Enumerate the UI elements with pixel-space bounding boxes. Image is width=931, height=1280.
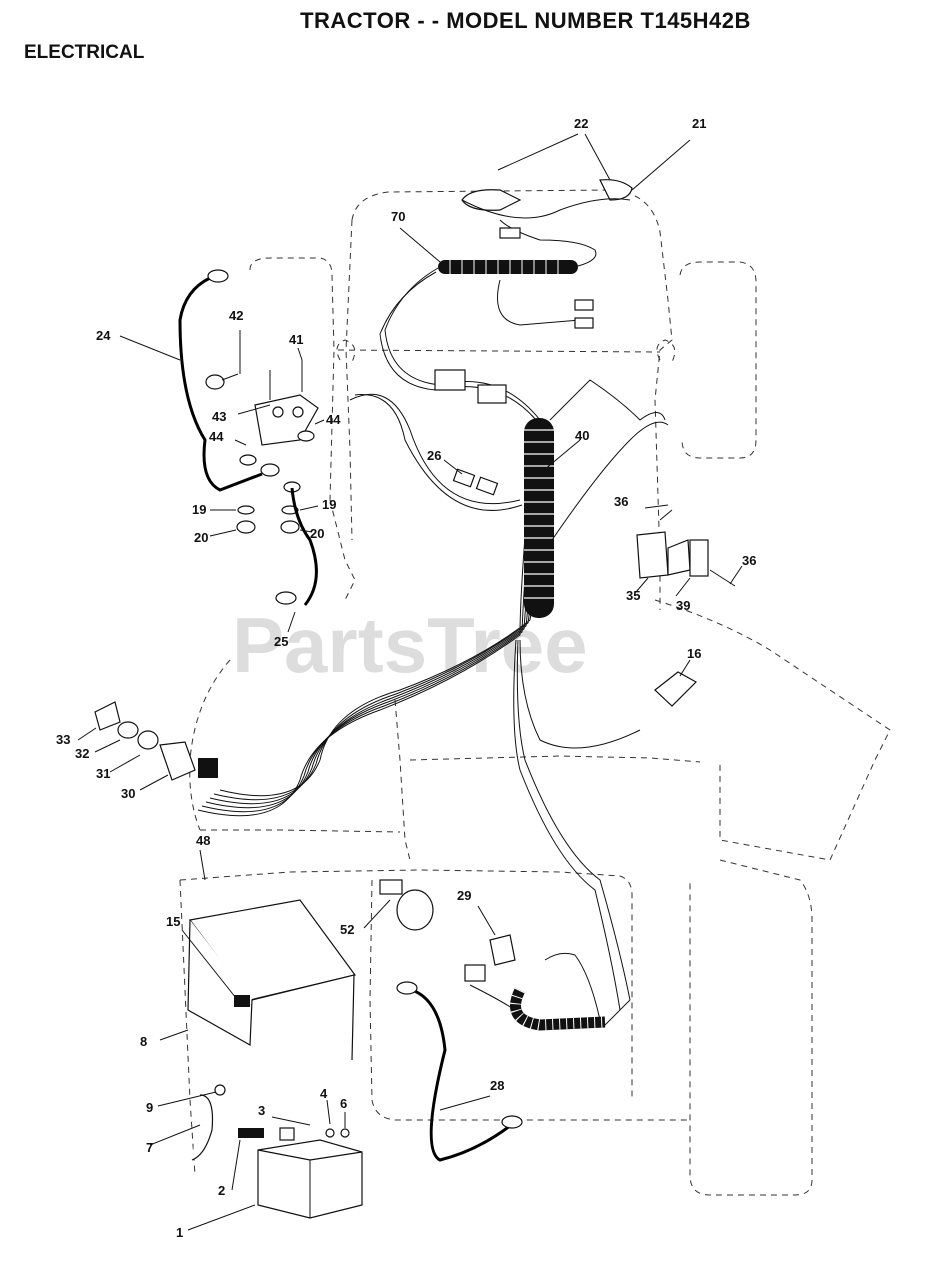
- connector-socket: [477, 384, 507, 404]
- callout-32: 32: [75, 746, 89, 761]
- callout-19-left: 19: [192, 502, 206, 517]
- battery-tray: [187, 899, 357, 1061]
- callout-70: 70: [391, 209, 405, 224]
- callout-1: 1: [176, 1225, 183, 1240]
- connector-plug: [434, 369, 466, 391]
- battery-cable-24: [178, 276, 263, 492]
- callout-2: 2: [218, 1183, 225, 1198]
- section-label: ELECTRICAL: [24, 42, 145, 63]
- front-connectors: [434, 179, 633, 496]
- ignition-switch: [94, 701, 218, 781]
- callout-22: 22: [574, 116, 588, 131]
- callout-3: 3: [258, 1103, 265, 1118]
- leader-lines: [77, 133, 743, 1231]
- callout-43: 43: [212, 409, 226, 424]
- callout-9: 9: [146, 1100, 153, 1115]
- harness-loom-rear: [510, 987, 606, 1031]
- callout-29: 29: [457, 888, 471, 903]
- callout-48: 48: [196, 833, 210, 848]
- battery-cable-25: [290, 487, 318, 606]
- front-harness-wires: [349, 219, 669, 1026]
- callout-36-top: 36: [614, 494, 628, 509]
- callout-44-right: 44: [326, 412, 341, 427]
- cable-eyelet: [207, 269, 229, 283]
- callout-40: 40: [575, 428, 589, 443]
- watermark-text: PartsTree: [232, 601, 588, 689]
- diagram-title: TRACTOR - - MODEL NUMBER T145H42B: [300, 8, 751, 33]
- callout-33: 33: [56, 732, 70, 747]
- callout-7: 7: [146, 1140, 153, 1155]
- callout-4: 4: [320, 1086, 328, 1101]
- callout-31: 31: [96, 766, 110, 781]
- callout-20-right: 20: [310, 526, 324, 541]
- ground-cable-28: [411, 988, 516, 1162]
- callout-52: 52: [340, 922, 354, 937]
- callout-30: 30: [121, 786, 135, 801]
- component-52: [396, 889, 434, 931]
- tractor-outline: [179, 189, 891, 1196]
- callout-20-left: 20: [194, 530, 208, 545]
- callout-8: 8: [140, 1034, 147, 1049]
- callout-36-right: 36: [742, 553, 756, 568]
- callout-35: 35: [626, 588, 640, 603]
- callout-16: 16: [687, 646, 701, 661]
- callout-28: 28: [490, 1078, 504, 1093]
- callout-19-right: 19: [322, 497, 336, 512]
- callout-39: 39: [676, 598, 690, 613]
- harness-loom-70: [438, 260, 578, 274]
- component-29: [489, 934, 516, 966]
- callout-41: 41: [289, 332, 303, 347]
- callout-15: 15: [166, 914, 180, 929]
- callout-42: 42: [229, 308, 243, 323]
- callout-44-left: 44: [209, 429, 224, 444]
- relay-bracket: [636, 504, 736, 707]
- callout-21: 21: [692, 116, 706, 131]
- callout-24: 24: [96, 328, 111, 343]
- callout-25: 25: [274, 634, 288, 649]
- connector-rear: [464, 964, 486, 982]
- callout-labels: 22 21 70 42 41 24 43 44 44 40 26 19 19 2…: [56, 116, 756, 1240]
- starter-solenoid: [205, 360, 319, 534]
- battery-assembly: [191, 1084, 363, 1219]
- harness-loom-40: [524, 418, 554, 618]
- callout-26: 26: [427, 448, 441, 463]
- callout-6: 6: [340, 1096, 347, 1111]
